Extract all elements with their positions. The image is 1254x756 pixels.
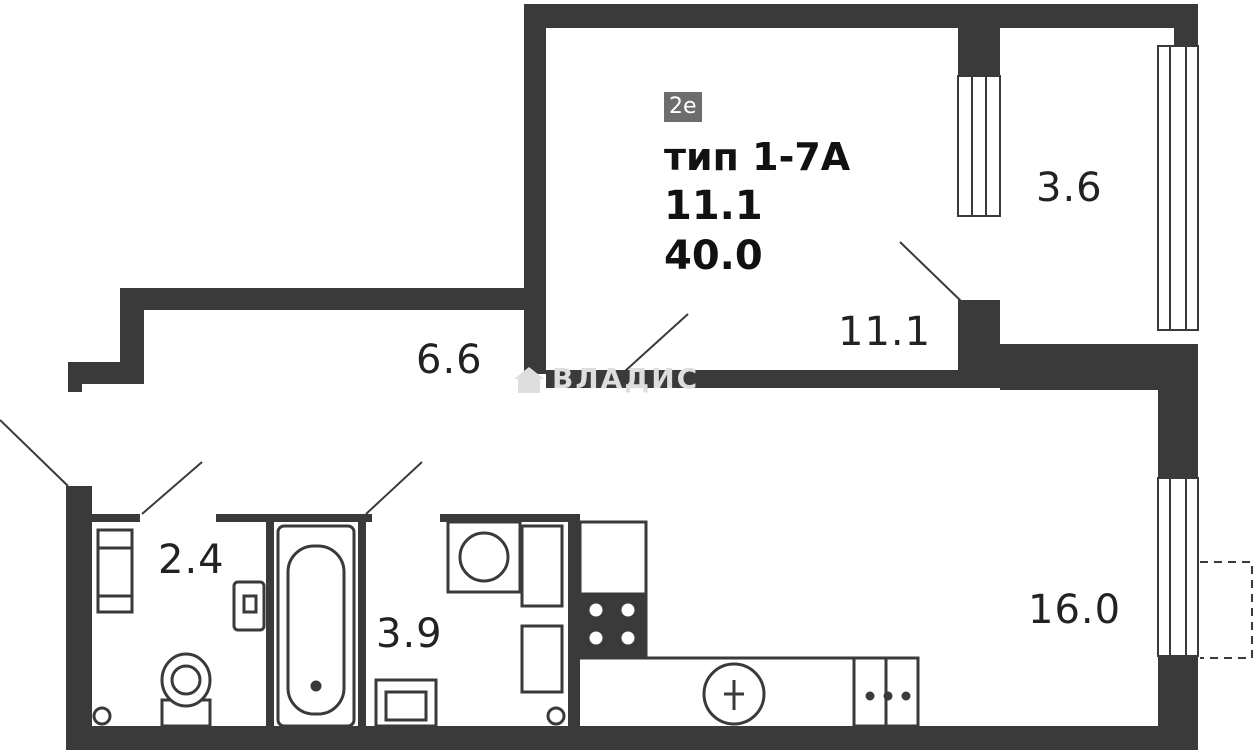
living-area: 11.1 (664, 183, 763, 229)
apartment-type: тип 1-7А (664, 135, 851, 179)
watermark-text: ВЛАДИС (552, 362, 700, 395)
wc-fixtures (92, 528, 266, 728)
house-logo-icon (514, 367, 544, 393)
hall-area-label: 6.6 (416, 337, 483, 383)
walls (66, 4, 1198, 750)
door-swings (0, 241, 963, 515)
kitchen-fixtures (520, 520, 920, 728)
balcony-area-label: 3.6 (1036, 165, 1103, 211)
windows (957, 45, 1199, 657)
watermark: ВЛАДИС (512, 362, 699, 395)
bedroom-area-label: 11.1 (838, 309, 932, 355)
bathroom-area-label: 3.9 (376, 611, 443, 657)
floor-badge: 2e (664, 92, 702, 122)
plan-header: 2e тип 1-7А 11.1 40.0 (664, 92, 850, 276)
kitchen-living-area-label: 16.0 (1028, 587, 1122, 633)
bath-fixtures (276, 520, 566, 728)
ac-unit-outline (1200, 561, 1253, 659)
wc-area-label: 2.4 (158, 537, 225, 583)
total-area: 40.0 (664, 233, 763, 279)
